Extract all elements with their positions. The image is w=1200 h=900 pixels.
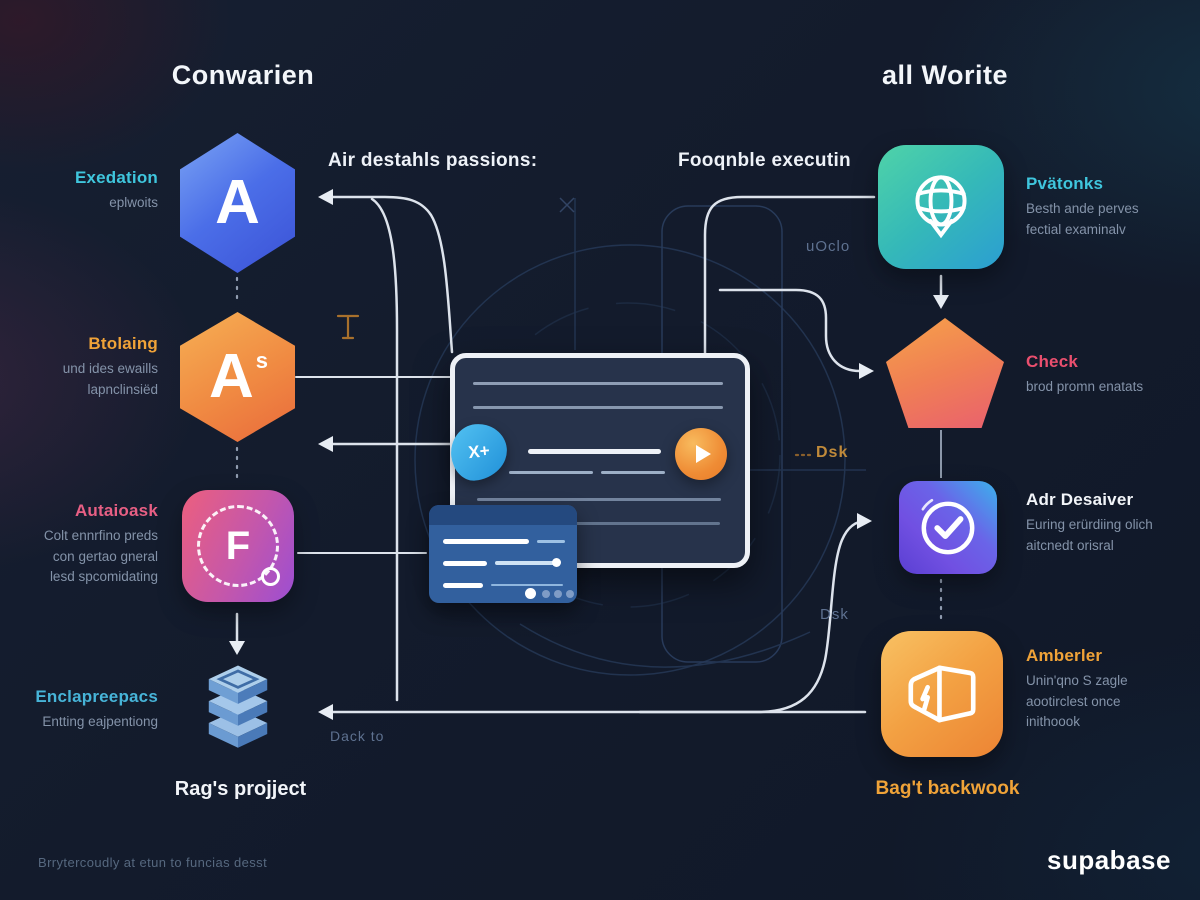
panel-slider-dot: [552, 558, 561, 567]
right-column-footer: Bag't backwook: [875, 778, 1020, 799]
play-button[interactable]: [675, 428, 727, 480]
brand-logo: supabase: [1047, 845, 1171, 875]
label-line: fectial examinalv: [1026, 221, 1126, 237]
x-plus-badge: X+: [448, 421, 510, 483]
label-exedation: Exedation eplwoits: [75, 168, 158, 214]
caption-right: Fooqnble executin: [678, 150, 851, 171]
small-circle: [261, 567, 280, 586]
card-text-line: [483, 522, 720, 525]
label-line: und ides ewaills: [62, 361, 158, 376]
label-title: Enclapreepacs: [35, 687, 158, 706]
globe-pin-icon: [878, 145, 1004, 269]
panel-dot: [566, 590, 574, 598]
label-line: Entting eajpentiong: [42, 714, 158, 729]
panel-line: [443, 561, 487, 566]
card-text-line: [477, 498, 721, 501]
label-title: Amberler: [1026, 646, 1103, 665]
label-enclapreepacs: Enclapreepacs Entting eajpentiong: [35, 687, 158, 733]
open-box-glyph: [908, 665, 976, 723]
note-arrow: Dack to: [330, 728, 385, 744]
label-line: aitcnedt orisral: [1026, 537, 1114, 553]
card-text-line: [601, 471, 665, 474]
x-plus-label: X+: [467, 440, 491, 463]
panel-dot: [542, 590, 550, 598]
play-icon: [696, 445, 711, 463]
globe-pin-glyph: [915, 175, 967, 239]
label-line: inithoook: [1026, 714, 1081, 730]
label-line: eplwoits: [109, 195, 158, 210]
label-line: Unin'qno S zagle: [1026, 673, 1128, 688]
label-line: aootirclest once: [1026, 693, 1121, 709]
stack-3d-icon: [208, 665, 268, 748]
label-title: Autaioask: [74, 501, 158, 520]
label-title: Exedation: [74, 168, 158, 187]
card-text-line: [473, 406, 723, 409]
icon-letter: A: [208, 342, 254, 411]
label-line: lapnclinsiëd: [87, 381, 158, 397]
note-top: uOclo: [806, 238, 851, 255]
label-line: Euring erürdiing olich: [1026, 517, 1153, 532]
f-dashed-circle-icon: F: [182, 490, 294, 602]
label-pvatonks: Pvätonks Besth ande perves fectial exami…: [1026, 174, 1139, 240]
panel-line: [443, 539, 529, 544]
label-check: Check brod promn enatats: [1026, 352, 1143, 398]
label-line: brod promn enatats: [1026, 379, 1144, 394]
panel-line: [491, 584, 563, 586]
label-line: lesd spcomidating: [49, 569, 158, 585]
panel-line: [443, 583, 483, 588]
icon-letter: A: [215, 168, 260, 237]
card-text-line: [509, 471, 593, 474]
note-mid: Dsk: [816, 444, 849, 461]
label-title: Adr Desaiver: [1026, 490, 1134, 509]
left-column-footer: Rag's projject: [174, 778, 307, 800]
label-autaioask: Autaioask Colt ennrfino preds con gertao…: [44, 501, 158, 588]
header-right: all Worite: [881, 60, 1009, 90]
label-adr-desaiver: Adr Desaiver Euring erürdiing olich aitc…: [1026, 490, 1153, 556]
code-panel: [429, 505, 577, 603]
icon-letter: F: [225, 523, 251, 568]
check-glyph: [921, 498, 975, 554]
caption-left: Air destahls passions:: [328, 150, 538, 171]
note-low: Dsk: [820, 606, 849, 623]
label-btolaing: Btolaing und ides ewaills lapnclinsiëd: [63, 334, 158, 400]
icon-letter-sub: s: [255, 348, 269, 373]
card-text-line: [473, 382, 723, 385]
label-title: Pvätonks: [1026, 174, 1104, 193]
open-box-icon: [881, 631, 1003, 757]
check-circle-icon: [899, 481, 997, 574]
label-line: Besth ande perves: [1026, 201, 1139, 216]
panel-dot: [554, 590, 562, 598]
label-title: Check: [1026, 352, 1079, 371]
panel-line: [537, 540, 565, 543]
label-amberler: Amberler Unin'qno S zagle aootirclest on…: [1026, 646, 1128, 733]
dashed-ring: F: [197, 505, 280, 587]
label-line: con gertao gneral: [52, 548, 158, 564]
panel-line: [495, 561, 555, 565]
label-title: Btolaing: [88, 334, 158, 353]
label-line: Colt ennrfino preds: [43, 528, 158, 543]
panel-header: [429, 505, 577, 525]
footnote: Brrytercoudly at etun to funcias desst: [38, 855, 268, 870]
card-highlight-line: [528, 449, 661, 454]
header-left: Conwarien: [171, 60, 315, 90]
panel-dot: [525, 588, 536, 599]
